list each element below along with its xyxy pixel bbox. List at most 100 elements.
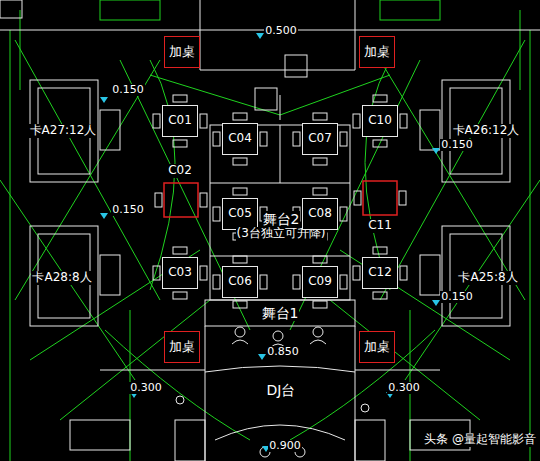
level-dimension: 0.850 (266, 346, 300, 358)
node-label: C11 (367, 219, 393, 233)
plan-line (361, 404, 369, 412)
level-marker (100, 33, 440, 452)
plan-line (380, 0, 440, 20)
node-label: C01 (167, 114, 193, 128)
plan-line (255, 88, 277, 110)
plan-line (205, 366, 355, 372)
chair (155, 193, 162, 207)
plan-line (355, 420, 385, 461)
table: C02 (164, 162, 196, 180)
table: C09 (302, 266, 338, 298)
chair (373, 140, 387, 147)
plan-line (280, 95, 281, 120)
node-label: 卡A27:12人 (29, 124, 98, 138)
plan-line (432, 300, 440, 306)
node-label: 加桌 (363, 45, 391, 60)
chair (399, 191, 406, 205)
chair (213, 275, 220, 289)
plan-line (0, 0, 22, 18)
plan-line (290, 60, 420, 330)
chair (353, 114, 360, 128)
level-dimension: 0.150 (111, 204, 145, 216)
plan-line (256, 33, 264, 39)
chair (200, 114, 207, 128)
chair (340, 207, 347, 221)
chair (313, 301, 327, 308)
node-label: C04 (227, 132, 253, 146)
chair (340, 275, 347, 289)
booth-seat: 卡A26:12人 (449, 122, 524, 140)
plan-line (100, 110, 120, 150)
plan-line (273, 331, 283, 341)
level-dimension: 0.900 (268, 440, 302, 452)
table: C05 (222, 198, 258, 230)
chair (313, 158, 327, 165)
plan-line (100, 97, 108, 103)
table: C06 (222, 266, 258, 298)
plan-line (290, 330, 435, 440)
table: C01 (162, 105, 198, 137)
level-dimension: 0.500 (264, 25, 298, 37)
plan-line (313, 327, 323, 337)
level-dimension: 0.150 (440, 291, 474, 303)
node-label: 舞台1 (261, 305, 300, 321)
level-dimension: 0.150 (111, 84, 145, 96)
plan-line (520, 10, 521, 90)
chair (400, 266, 407, 280)
plan-line (164, 183, 198, 217)
plan-line (105, 330, 250, 440)
node-label: 卡A25:8人 (457, 271, 518, 285)
plan-line (365, 60, 390, 290)
plan-line (205, 300, 355, 326)
plan-line (380, 40, 525, 300)
table: C04 (222, 123, 258, 155)
node-label: C02 (167, 164, 193, 178)
chair (373, 292, 387, 299)
table: C07 (302, 123, 338, 155)
plan-line (10, 30, 11, 461)
node-label: C10 (367, 114, 393, 128)
node-label: C05 (227, 207, 253, 221)
node-label: C07 (307, 132, 333, 146)
chair (173, 95, 187, 102)
plan-line (100, 370, 205, 371)
chair (233, 188, 247, 195)
chair (373, 247, 387, 254)
node-label: C12 (367, 266, 393, 280)
extra-table: 加桌 (164, 36, 200, 68)
plan-line (235, 327, 245, 337)
extra-table: 加桌 (359, 36, 395, 68)
chair (173, 292, 187, 299)
chair (260, 275, 267, 289)
extra-table: 加桌 (164, 331, 200, 363)
chair (213, 132, 220, 146)
table: C10 (362, 105, 398, 137)
node-label: C09 (307, 275, 333, 289)
plan-line (530, 30, 531, 461)
watermark: 头条 @量起智能影音 (423, 433, 537, 446)
chair (313, 113, 327, 120)
table: C08 (302, 198, 338, 230)
plan-line (380, 60, 525, 300)
plan-line (232, 340, 248, 344)
chair (293, 132, 300, 146)
node-label: 加桌 (168, 45, 196, 60)
table: C12 (362, 257, 398, 289)
chair (233, 301, 247, 308)
booth-seat: 卡A25:8人 (454, 269, 521, 287)
plan-line (355, 0, 356, 70)
chair (340, 132, 347, 146)
chair (233, 158, 247, 165)
node-label: 加桌 (363, 340, 391, 355)
plan-line (100, 213, 108, 219)
plan-line (100, 255, 120, 295)
chair (293, 275, 300, 289)
plan-line (20, 10, 21, 90)
plan-line (405, 180, 540, 380)
booth-seat: 卡A28:8人 (28, 269, 95, 287)
plan-line (310, 340, 326, 344)
chair (400, 114, 407, 128)
chair (153, 266, 160, 280)
